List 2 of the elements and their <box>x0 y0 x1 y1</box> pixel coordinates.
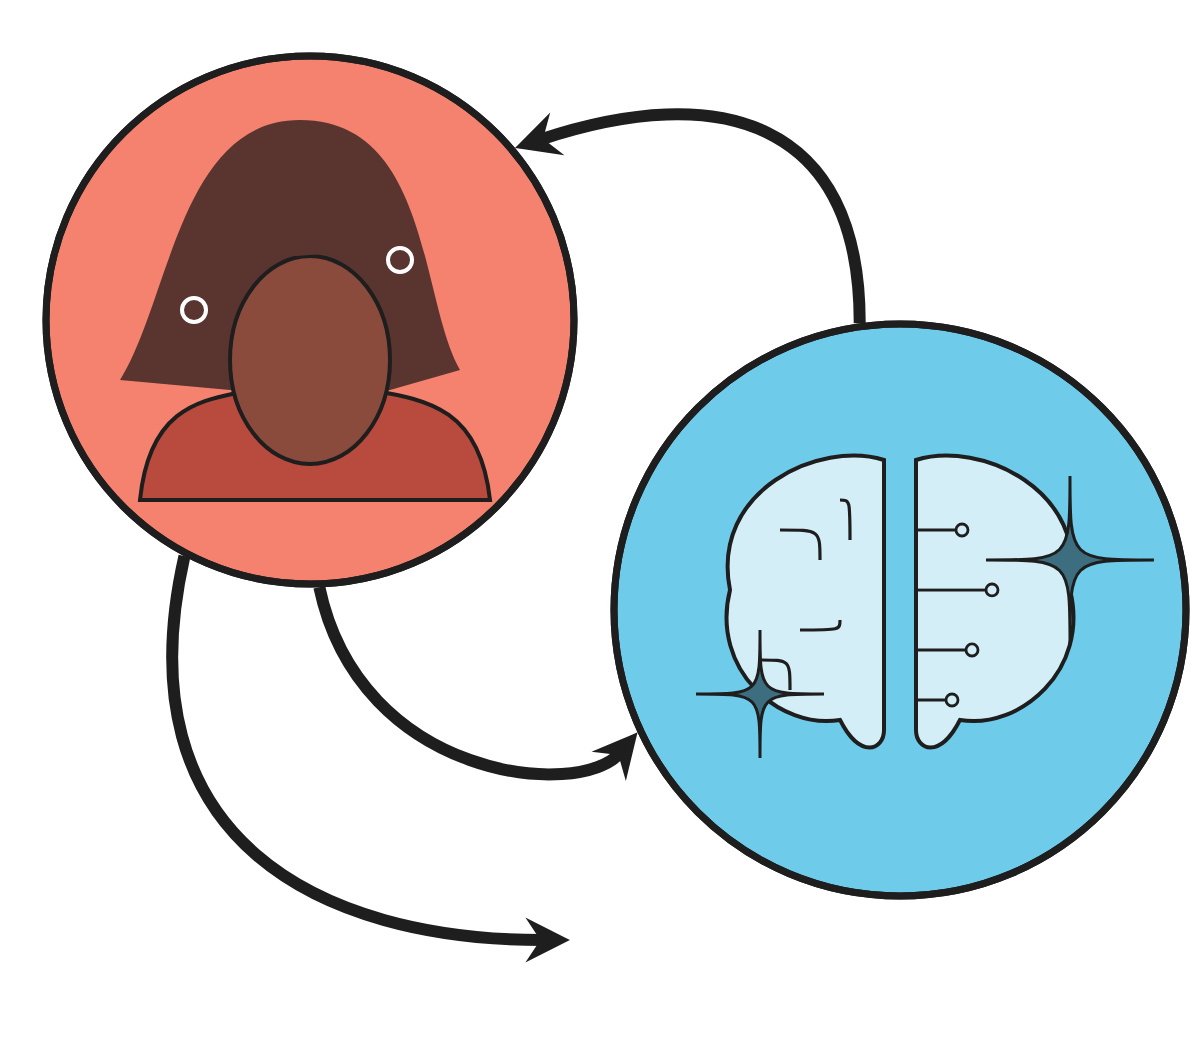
person-drawing <box>42 52 578 588</box>
brain-drawing <box>610 320 1190 900</box>
